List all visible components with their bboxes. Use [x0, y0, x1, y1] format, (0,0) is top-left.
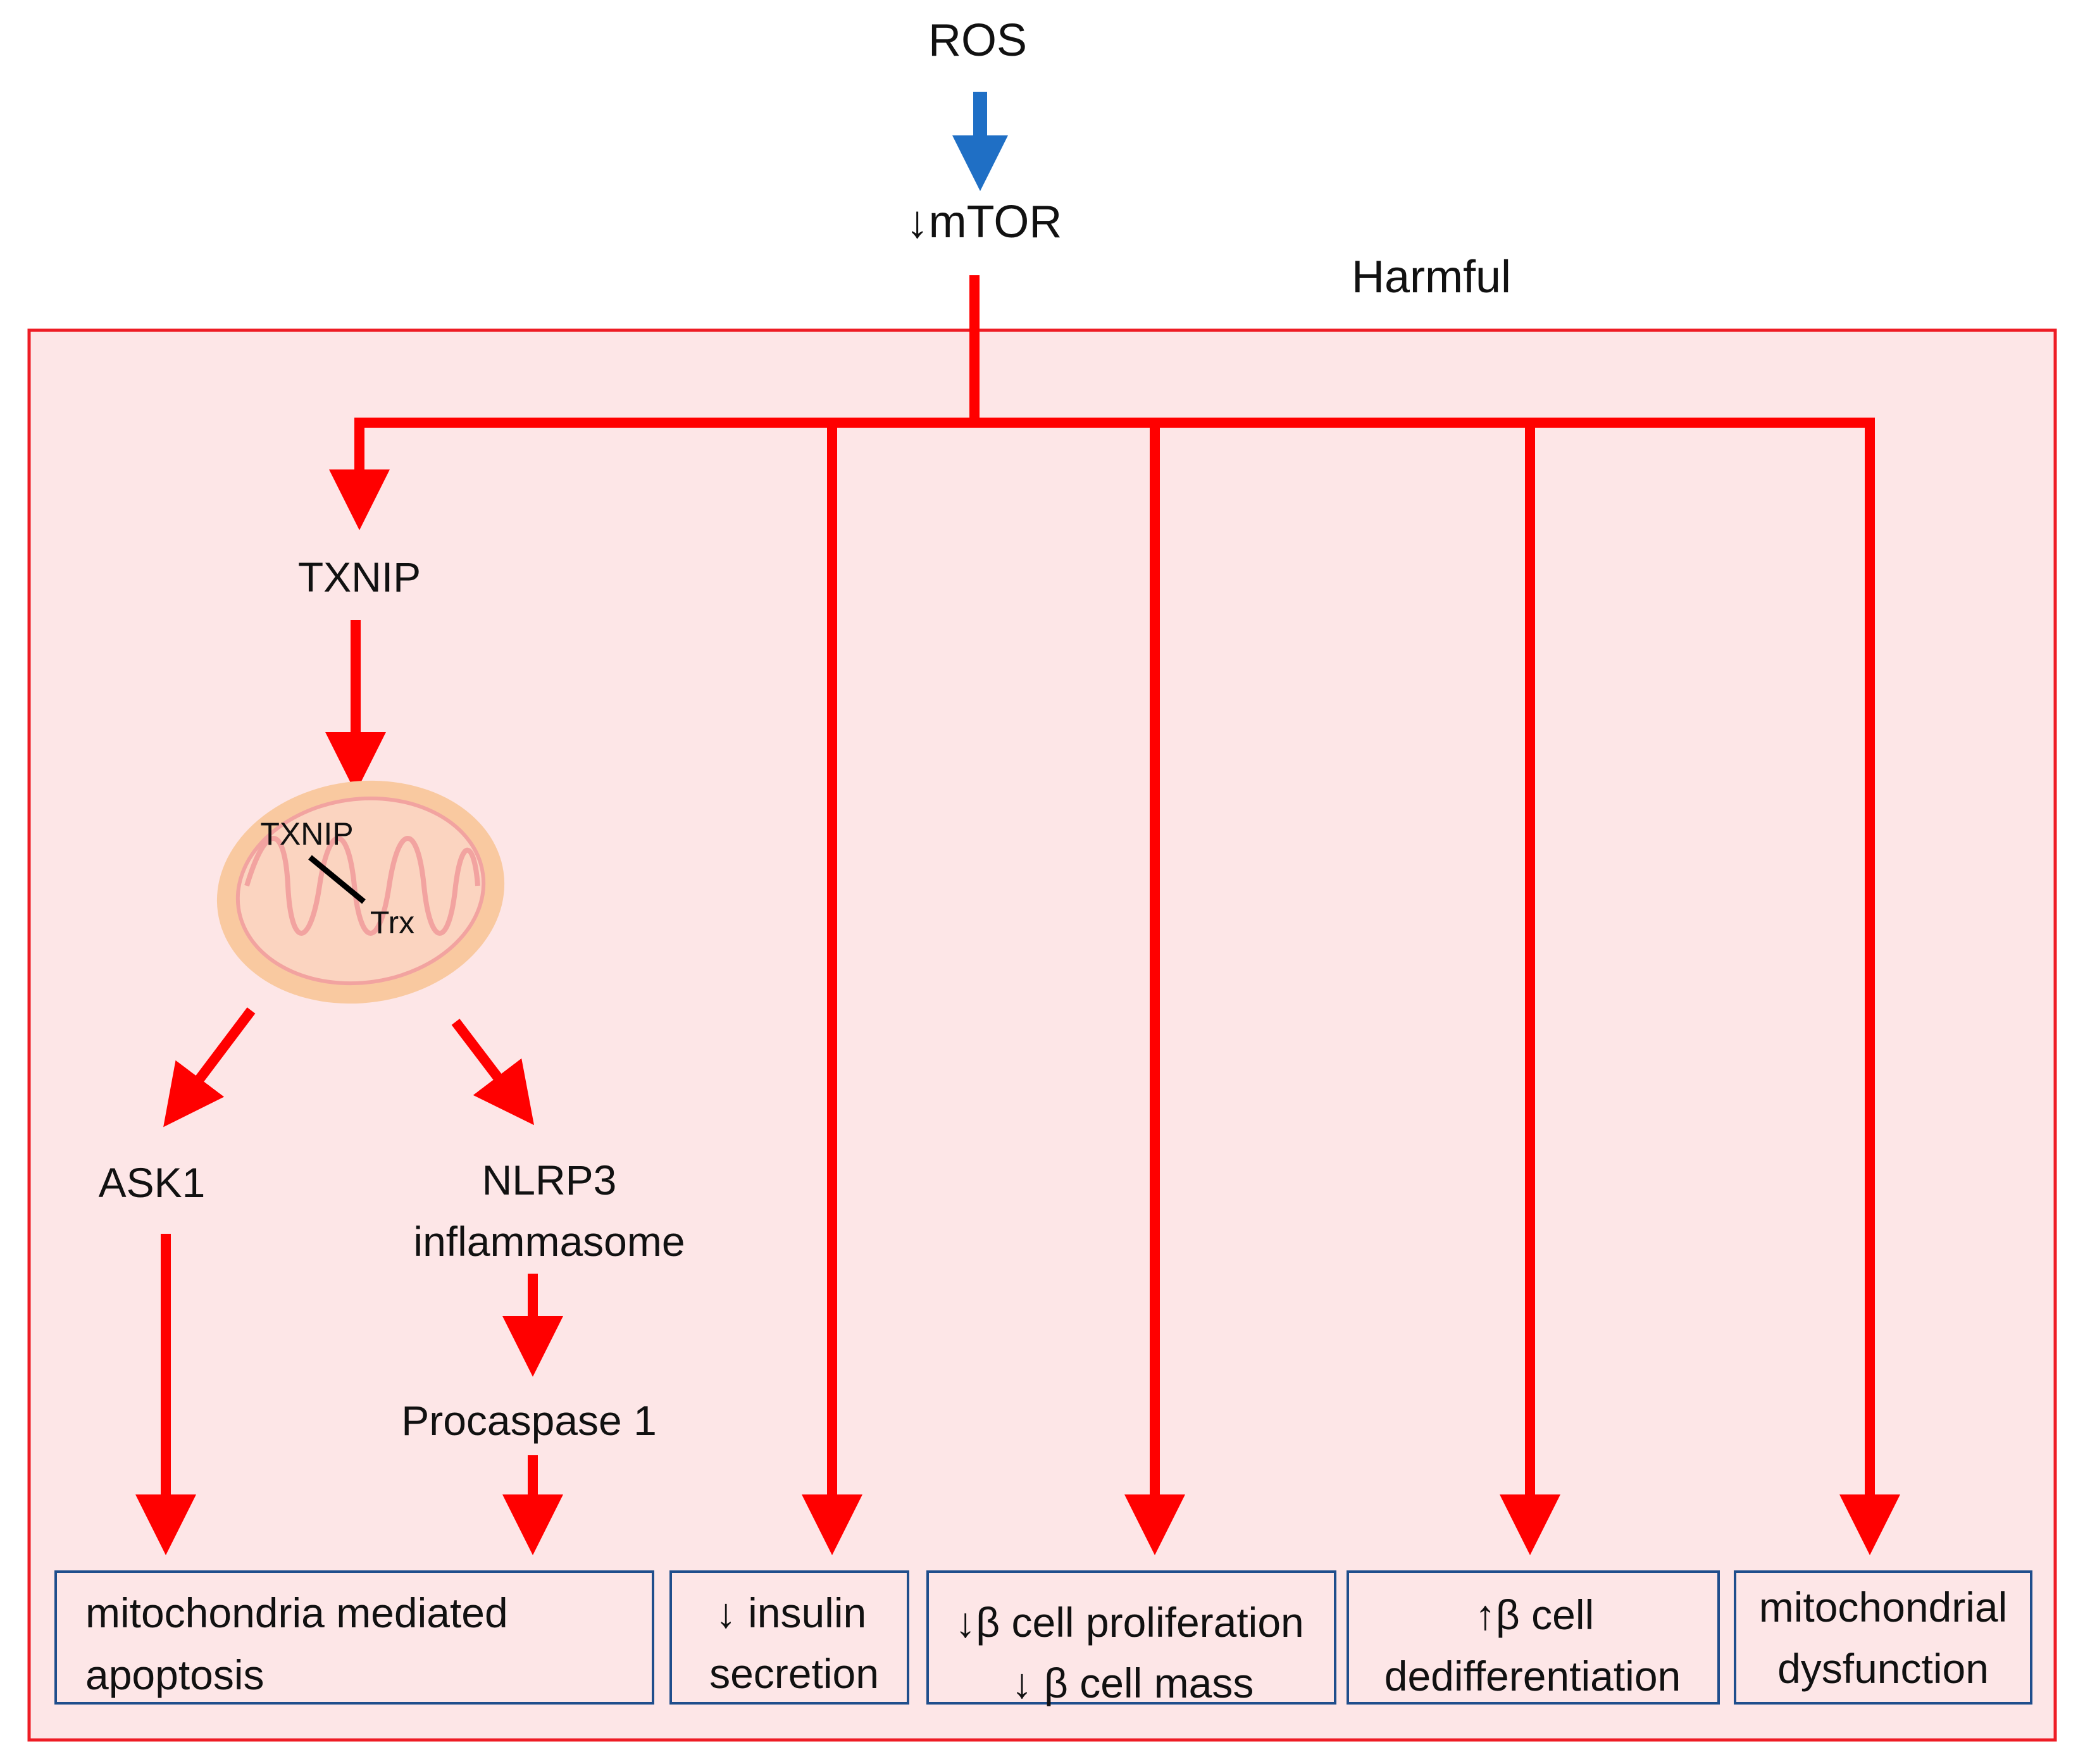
outcome-box-insulin: ↓ insulin secretion	[669, 1570, 909, 1705]
nlrp3-label-line2: inflammasome	[413, 1218, 685, 1265]
trx-label: Trx	[370, 905, 414, 940]
txnip-trx-binding-line	[308, 855, 366, 904]
ask1-label: ASK1	[99, 1159, 206, 1206]
outcome-apoptosis-line1: mitochondria mediated	[85, 1589, 508, 1636]
mtor-label: ↓mTOR	[906, 197, 1062, 247]
outcome-proliferation-line2: ↓ β cell mass	[1012, 1660, 1254, 1706]
outcome-dedifferentiation-line2: dedifferentiation	[1384, 1653, 1681, 1699]
outcome-box-mito-dysfunction: mitochondrial dysfunction	[1734, 1570, 2032, 1705]
outcome-dedifferentiation-line1: ↑β cell	[1475, 1591, 1594, 1638]
arrow-mito-to-nlrp3	[451, 1019, 535, 1126]
txnip-label: TXNIP	[298, 554, 421, 600]
harmful-region	[27, 328, 2057, 1742]
outcome-insulin-line1: ↓ insulin	[716, 1589, 866, 1636]
txnip-inner-label: TXNIP	[260, 816, 353, 852]
outcome-mito-dysfunction-line2: dysfunction	[1777, 1645, 1989, 1692]
nlrp3-label-line1: NLRP3	[482, 1157, 617, 1203]
outcome-box-proliferation: ↓β cell proliferation ↓ β cell mass	[926, 1570, 1336, 1706]
outcome-mito-dysfunction-line1: mitochondrial	[1759, 1584, 2008, 1630]
procaspase-label: Procaspase 1	[401, 1397, 657, 1444]
arrow-mito-to-ask1	[163, 1007, 256, 1127]
outcome-box-dedifferentiation: ↑β cell dedifferentiation	[1347, 1570, 1720, 1705]
ros-label: ROS	[928, 15, 1027, 66]
outcome-apoptosis-line2: apoptosis	[85, 1651, 264, 1698]
outcome-box-apoptosis: mitochondria mediated apoptosis	[54, 1570, 654, 1705]
harmful-label: Harmful	[1352, 252, 1511, 302]
mitochondrion-icon	[216, 780, 505, 1004]
outcome-proliferation-line1: ↓β cell proliferation	[955, 1599, 1304, 1646]
outcome-insulin-line2: secretion	[709, 1650, 879, 1697]
